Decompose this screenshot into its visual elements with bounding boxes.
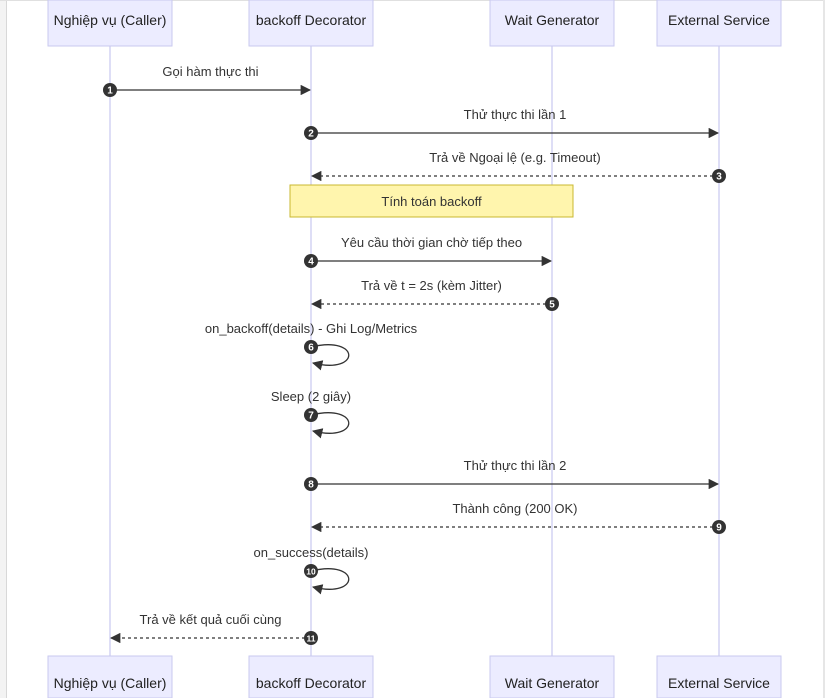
message-label-11: Trả về kết quả cuối cùng [140, 612, 282, 627]
window-top-edge [0, 0, 825, 1]
sequence-badge-4 [304, 254, 318, 268]
sequence-badge-9 [712, 520, 726, 534]
sequence-number-2: 2 [308, 129, 314, 140]
sequence-number-10: 10 [306, 567, 316, 577]
window-left-edge [0, 0, 7, 698]
message-label-3: Trả về Ngoại lệ (e.g. Timeout) [429, 150, 600, 165]
participant-label-bottom-caller: Nghiệp vụ (Caller) [54, 675, 167, 691]
participant-box-bottom-decorator [248, 655, 374, 698]
participant-label-top-service: External Service [668, 12, 770, 28]
sequence-badge-5 [545, 297, 559, 311]
participant-box-bottom-caller [47, 655, 173, 698]
participant-box-bottom-wait [489, 655, 615, 698]
participant-label-top-wait: Wait Generator [505, 12, 600, 28]
message-label-6: on_backoff(details) - Ghi Log/Metrics [205, 321, 418, 336]
participant-label-top-caller: Nghiệp vụ (Caller) [54, 12, 167, 28]
participant-label-bottom-wait: Wait Generator [505, 675, 600, 691]
window-right-edge [823, 0, 825, 698]
sequence-badge-2 [304, 126, 318, 140]
sequence-badge-11 [304, 631, 318, 645]
sequence-badge-10 [304, 564, 318, 578]
message-label-7: Sleep (2 giây) [271, 389, 351, 404]
message-arrow-10 [310, 568, 350, 595]
participant-box-bottom-service [656, 655, 782, 698]
sequence-badge-7 [304, 408, 318, 422]
participant-box-top-wait [489, 0, 615, 47]
sequence-badge-8 [304, 477, 318, 491]
sequence-number-7: 7 [308, 411, 314, 422]
message-label-5: Trả về t = 2s (kèm Jitter) [361, 278, 502, 293]
sequence-number-5: 5 [549, 300, 555, 311]
message-label-1: Gọi hàm thực thi [162, 64, 258, 79]
sequence-badge-3 [712, 169, 726, 183]
message-label-8: Thử thực thi lần 2 [464, 458, 567, 473]
sequence-badge-1 [103, 83, 117, 97]
participant-label-bottom-decorator: backoff Decorator [256, 675, 367, 691]
sequence-number-6: 6 [308, 343, 314, 354]
participant-label-bottom-service: External Service [668, 675, 770, 691]
sequence-number-4: 4 [308, 257, 314, 268]
sequence-number-8: 8 [308, 480, 314, 491]
participant-box-top-caller [47, 0, 173, 47]
participant-box-top-service [656, 0, 782, 47]
message-label-10: on_success(details) [254, 545, 369, 560]
participant-label-top-decorator: backoff Decorator [256, 12, 367, 28]
message-label-2: Thử thực thi lần 1 [464, 107, 567, 122]
note-box [289, 184, 574, 218]
sequence-number-3: 3 [716, 172, 722, 183]
note-label: Tính toán backoff [381, 194, 482, 209]
message-label-4: Yêu cầu thời gian chờ tiếp theo [341, 235, 522, 250]
message-arrow-7 [310, 412, 350, 439]
sequence-number-9: 9 [716, 523, 722, 534]
sequence-badge-6 [304, 340, 318, 354]
message-label-9: Thành công (200 OK) [452, 501, 577, 516]
message-arrow-6 [310, 344, 350, 371]
participant-box-top-decorator [248, 0, 374, 47]
sequence-number-1: 1 [107, 86, 113, 97]
sequence-number-11: 11 [307, 634, 316, 644]
